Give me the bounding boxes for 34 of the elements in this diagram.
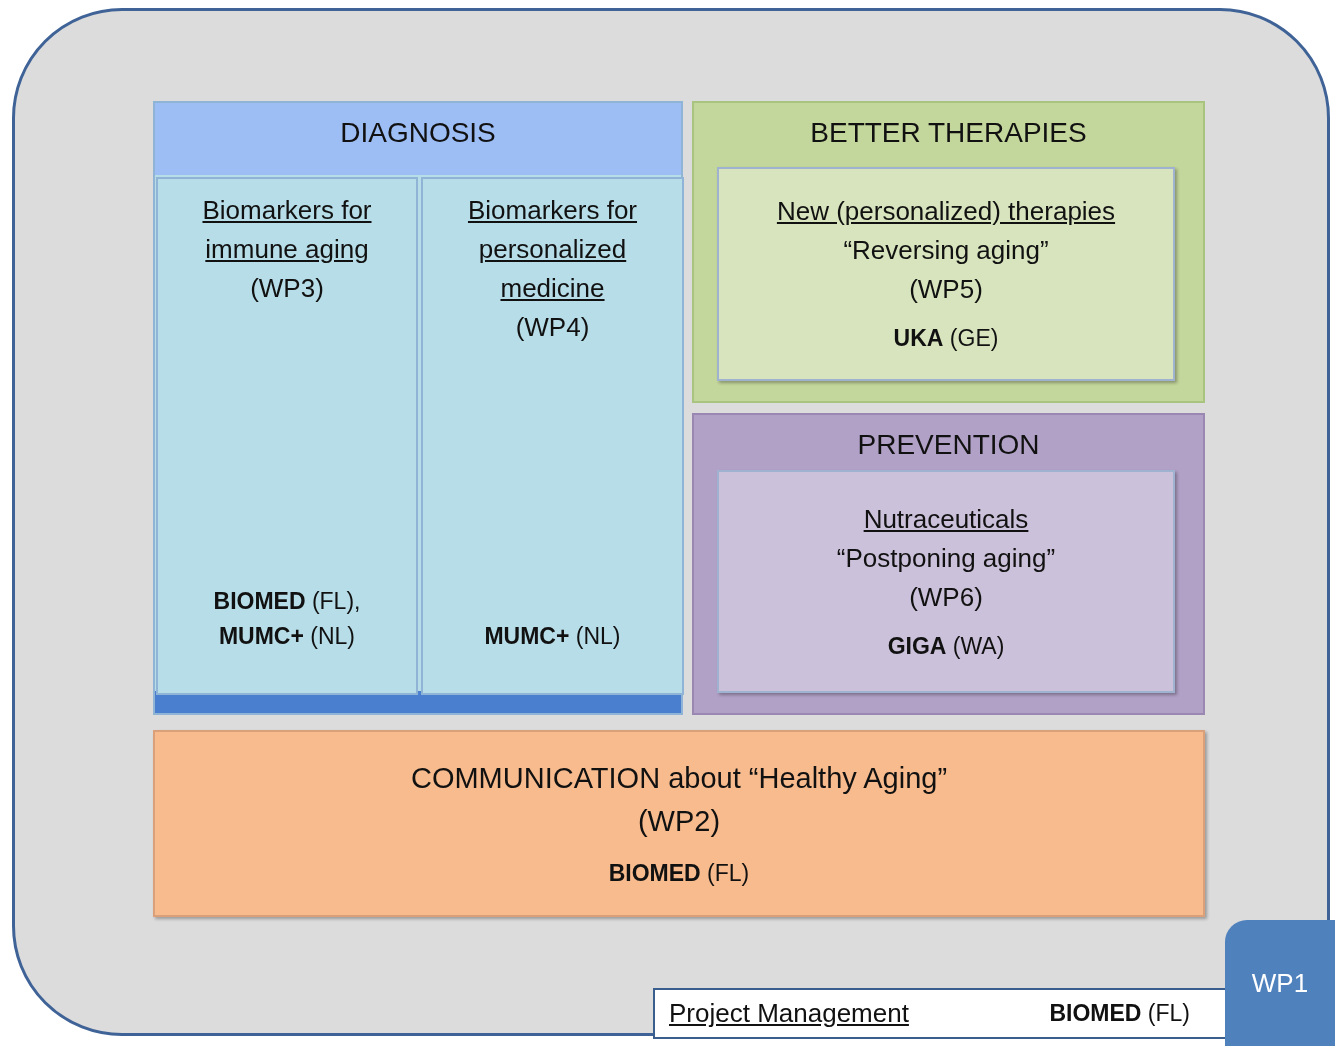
work-package-box [717, 167, 1175, 381]
management-bar [653, 988, 1228, 1039]
work-package-title: Biomarkers for personalized medicine [466, 194, 638, 305]
work-package-text: COMMUNICATION about “Healthy Aging” [410, 760, 948, 796]
work-package-title: Project Management [669, 997, 909, 1030]
partner-label: MUMC+ (NL) [483, 621, 622, 651]
partner-label: BIOMED (FL), MUMC+ (NL) [212, 587, 362, 651]
work-package-text: (WP6) [909, 580, 983, 614]
partner-label: BIOMED (FL) [608, 858, 750, 888]
panel-heading: BETTER THERAPIES [810, 116, 1087, 150]
work-package-text: (WP5) [909, 273, 983, 307]
partner-label: GIGA (WA) [887, 631, 1005, 661]
work-package-text: “Reversing aging” [843, 234, 1049, 268]
work-package-text: (WP4) [514, 311, 591, 344]
tab-label: WP1 [1251, 966, 1309, 1000]
work-package-text: (WP3) [249, 272, 325, 305]
work-package-tab [1225, 920, 1335, 1046]
work-package-box [156, 177, 418, 695]
work-package-text: (WP2) [637, 804, 721, 840]
category-panel [692, 101, 1205, 403]
work-package-title: Nutraceuticals [863, 502, 1029, 536]
work-package-box [153, 730, 1205, 917]
rounded-frame [12, 8, 1330, 1036]
work-package-text: “Postponing aging” [836, 541, 1056, 575]
panel-heading: PREVENTION [857, 428, 1040, 462]
partner-label: BIOMED (FL) [1049, 999, 1190, 1028]
work-package-title: Biomarkers for immune aging [201, 194, 373, 266]
category-panel [153, 101, 683, 715]
work-package-box [717, 470, 1175, 693]
work-package-title: New (personalized) therapies [776, 195, 1116, 229]
category-panel [692, 413, 1205, 715]
work-package-box [421, 177, 684, 695]
partner-label: UKA (GE) [893, 324, 999, 354]
panel-heading: DIAGNOSIS [340, 116, 496, 150]
